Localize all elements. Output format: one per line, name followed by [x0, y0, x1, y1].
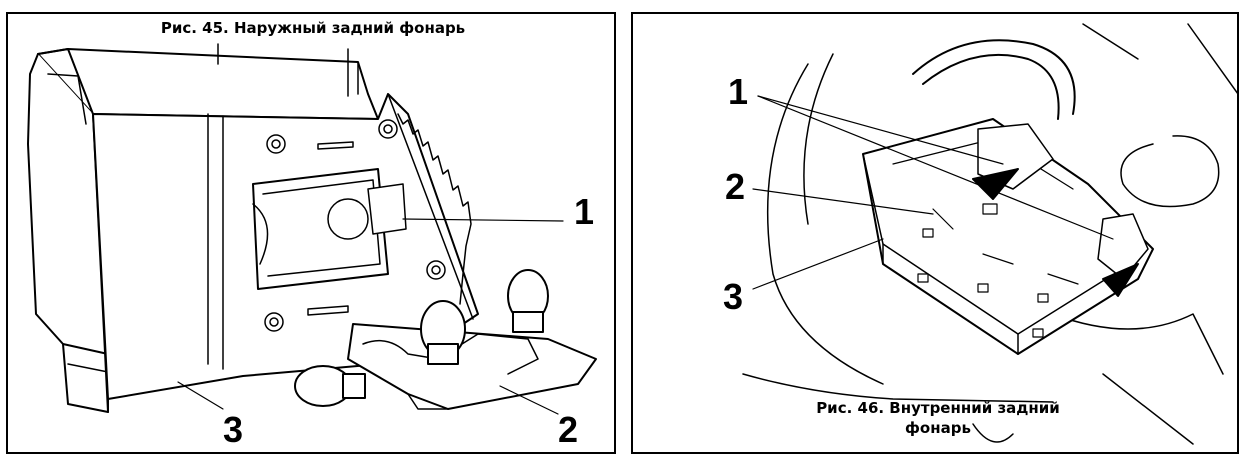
figure-46-panel: 1 2 3 Рис. 46. Внутренний задний фонарь — [631, 12, 1239, 454]
inner-tail-lamp-drawing — [742, 23, 1237, 445]
outer-tail-lamp-drawing — [27, 43, 597, 415]
callout-2: 2 — [725, 166, 746, 207]
callout-1: 1 — [728, 71, 749, 112]
callout-3: 3 — [223, 409, 244, 450]
callout-2: 2 — [558, 409, 579, 450]
callout-3: 3 — [723, 276, 744, 317]
figure-46-caption-line1: Рис. 46. Внутренний задний — [816, 399, 1060, 417]
figure-46-caption: Рис. 46. Внутренний задний фонарь — [783, 398, 1093, 438]
figure-46-caption-line2: фонарь — [905, 419, 971, 437]
figure-45-panel: Рис. 45. Наружный задний фонарь 1 2 3 — [6, 12, 616, 454]
callout-1: 1 — [574, 191, 595, 232]
figure-45-caption: Рис. 45. Наружный задний фонарь — [160, 19, 466, 37]
